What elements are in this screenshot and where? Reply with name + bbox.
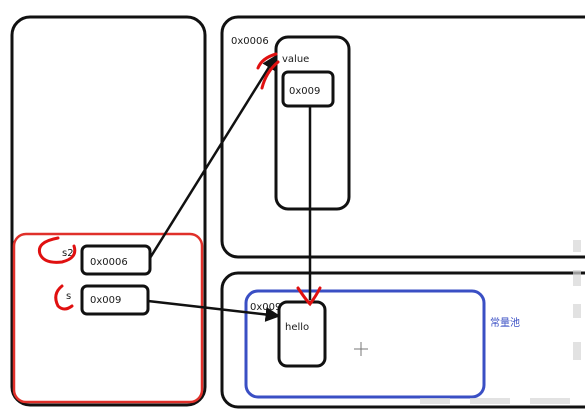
crosshair-icon xyxy=(354,342,368,356)
var-s2-value: 0x0006 xyxy=(90,257,128,268)
heap-panel xyxy=(220,15,585,259)
annotation-arrow-heap xyxy=(256,52,280,90)
annotation-circle-s2 xyxy=(37,236,77,264)
var-s-name: s xyxy=(66,291,71,302)
annotation-arrow-pool xyxy=(296,286,322,307)
heap-object-address: 0x0006 xyxy=(231,36,269,47)
pool-string-address: 0x009 xyxy=(250,302,281,313)
var-s2-name: s2 xyxy=(62,248,74,259)
value-field-text: 0x009 xyxy=(289,86,320,97)
var-s-box xyxy=(80,284,150,316)
var-s-value: 0x009 xyxy=(90,295,121,306)
arrow-s-to-string xyxy=(147,299,281,322)
arrow-s2-to-heap xyxy=(148,54,278,259)
method-area-panel xyxy=(220,271,585,409)
value-field-box xyxy=(281,70,335,108)
var-s2-box xyxy=(80,244,152,276)
stack-panel xyxy=(10,15,207,407)
watermark-stripes xyxy=(420,240,581,404)
stack-frame-highlight xyxy=(12,232,204,404)
annotation-mark-s xyxy=(54,284,74,311)
field-name-label: value xyxy=(282,54,309,65)
heap-object-box xyxy=(274,35,351,211)
constant-pool-box xyxy=(244,289,486,399)
constant-pool-label: 常量池 xyxy=(490,316,520,329)
pool-string-box xyxy=(277,300,327,368)
red-annotations xyxy=(37,52,322,311)
pool-string-value: hello xyxy=(285,322,309,333)
